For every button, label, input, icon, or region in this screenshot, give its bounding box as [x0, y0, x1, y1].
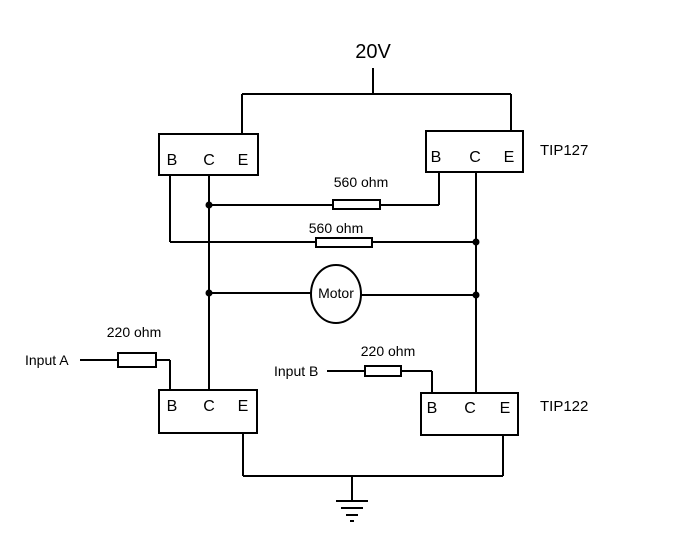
pin-label-b: B — [427, 400, 438, 417]
junction-dot — [205, 289, 213, 297]
pin-label-b: B — [431, 149, 442, 166]
pin-label-b: B — [167, 152, 178, 169]
pin-label-e: E — [500, 400, 511, 417]
pin-label-c: C — [464, 400, 476, 417]
transistor-bottom-left — [158, 389, 258, 434]
resistor-label-560-lower: 560 ohm — [309, 220, 363, 236]
resistor-560-upper — [332, 199, 381, 210]
junction-dot — [472, 238, 480, 246]
transistor-top-left — [158, 133, 259, 176]
ground-symbol — [336, 500, 368, 522]
motor-icon — [310, 264, 362, 324]
pin-label-c: C — [203, 398, 215, 415]
input-a-label: Input A — [25, 352, 69, 368]
resistor-label-220-a: 220 ohm — [107, 324, 161, 340]
supply-label: 20V — [355, 41, 391, 63]
resistor-label-220-b: 220 ohm — [361, 343, 415, 359]
resistor-560-lower — [315, 237, 373, 248]
junction-dot — [205, 201, 213, 209]
part-label-tip122: TIP122 — [540, 398, 588, 415]
transistor-bottom-right — [420, 392, 519, 436]
junction-dot — [472, 291, 480, 299]
resistors — [117, 199, 402, 377]
resistor-220-input-b — [364, 365, 402, 377]
transistor-boxes — [158, 130, 524, 436]
part-label-tip127: TIP127 — [540, 142, 588, 159]
input-b-label: Input B — [274, 363, 318, 379]
motor-label: Motor — [318, 285, 354, 301]
wires — [80, 68, 512, 501]
pin-label-c: C — [203, 152, 215, 169]
pin-label-e: E — [504, 149, 515, 166]
pin-label-b: B — [167, 398, 178, 415]
resistor-220-input-a — [117, 352, 157, 368]
junctions — [205, 201, 480, 299]
pin-label-e: E — [238, 398, 249, 415]
resistor-label-560-upper: 560 ohm — [334, 174, 388, 190]
transistor-top-right — [425, 130, 524, 173]
pin-label-c: C — [469, 149, 481, 166]
pin-label-e: E — [238, 152, 249, 169]
